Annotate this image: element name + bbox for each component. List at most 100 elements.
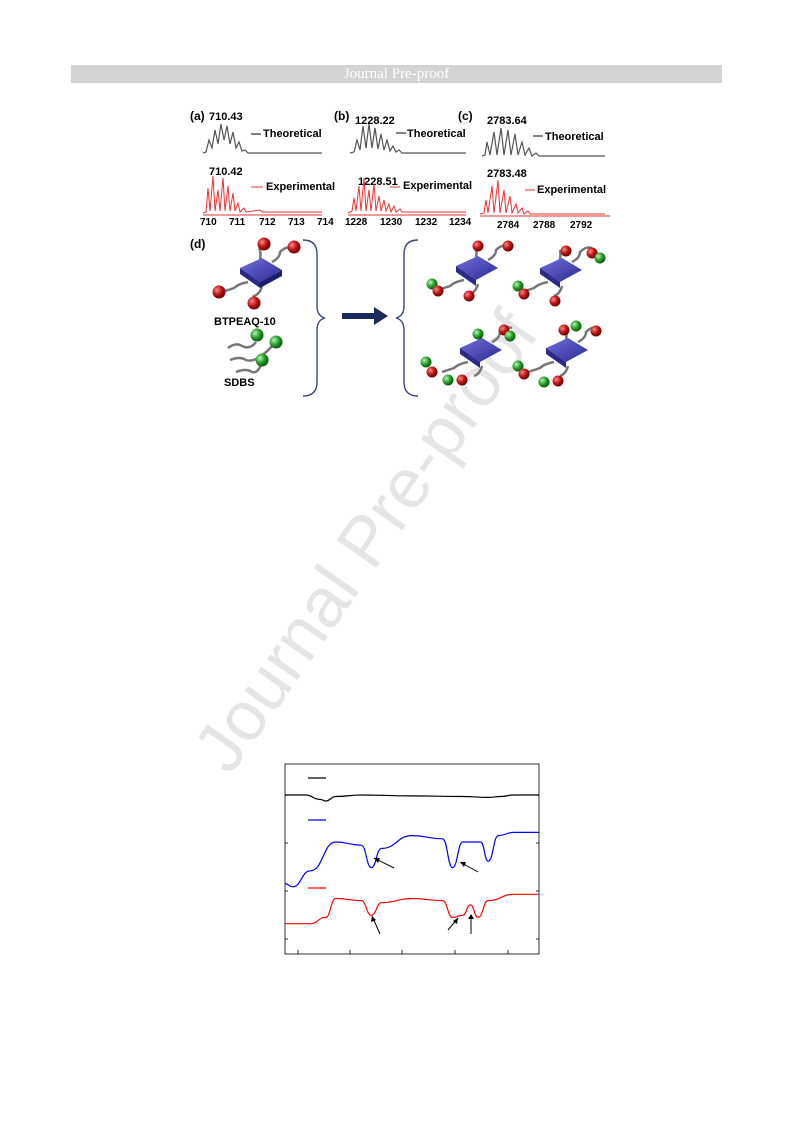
left-brace [395,239,419,397]
panel-b-theoretical-spectrum [349,123,466,154]
panel-b-experimental-label: Experimental [403,180,472,192]
btpeaq-label: BTPEAQ-10 [214,316,276,328]
anion-sphere [255,353,269,367]
panel-b-tick: 1228 [345,217,368,228]
cation-sphere [247,296,261,310]
alkyl-chain [473,365,484,378]
panel-c-experimental-peak: 2783.48 [487,168,527,180]
panel-c-letter: (c) [458,109,473,123]
alkyl-chain [221,280,249,294]
anion-sphere [512,360,524,372]
cation-sphere [560,245,572,257]
anion-sphere [504,330,516,342]
panel-b-tick: 1230 [380,217,403,228]
aromatic-core [546,338,588,362]
aromatic-core [456,256,498,280]
aromatic-core-side [240,268,260,288]
anion-sphere [538,376,550,388]
series-group [284,794,539,925]
cation-sphere [518,368,530,380]
spectrum-line-1 [285,794,539,802]
panel-d-letter: (d) [190,237,205,251]
cation-sphere [432,285,444,297]
panel-a-tick: 710 [200,217,217,228]
panel-c-theoretical-spectrum [481,127,605,157]
panel-a-tick: 711 [229,217,246,228]
anion-sphere [442,374,454,386]
cation-sphere [558,324,570,336]
arrow-head [460,862,466,867]
panel-b-tick: 1232 [415,217,438,228]
panel-c-theoretical-label: Theoretical [545,131,604,143]
panel-a-tick: 714 [317,217,334,228]
aromatic-core-side [540,268,560,288]
panel-a-tick: 712 [259,217,276,228]
alkyl-chain [559,365,570,378]
panel-c-tick: 2784 [497,220,520,231]
x-ticks [297,950,509,954]
panel-b-experimental-peak: 1228.51 [358,176,398,188]
panel-c-tick: 2788 [533,220,556,231]
journal-preproof-banner: Journal Pre-proof [71,65,722,83]
alkyl-chain [229,343,275,362]
panel-a-experimental-label: Experimental [266,181,335,193]
panel-a-experimental-peak: 710.42 [209,166,243,178]
sdbs-molecule [227,328,283,374]
spectra-chart [284,763,540,955]
cation-sphere [472,240,484,252]
cation-sphere [552,375,564,387]
btpeaq-molecule [212,237,301,310]
complex-1 [426,240,514,302]
cation-sphere [586,247,598,259]
anion-sphere [472,328,484,340]
panel-d: (d) BTPEAQ-10 SDBS [190,237,606,397]
panel-c-experimental-label: Experimental [537,184,606,196]
complex-2 [512,245,606,307]
aromatic-core [540,258,582,282]
alkyl-chain [235,361,264,374]
sdbs-label: SDBS [224,377,255,389]
panel-a-theoretical-peak: 710.43 [209,111,243,123]
panel-b-letter: (b) [334,109,349,123]
arrow-head [374,858,380,863]
anion-sphere [512,280,524,292]
alkyl-chain [441,360,469,374]
cation-sphere [257,237,271,251]
cation-sphere [287,240,301,254]
panel-c: (c) 2783.64 Theoretical 2783.48 Experime… [458,109,610,231]
spectrum-line-2 [284,831,539,888]
aromatic-core-side [546,348,566,368]
panel-c-experimental-spectrum [479,179,605,215]
panel-c-tick: 2792 [570,220,593,231]
watermark: Journal Pre-proof [178,297,552,785]
arrow-head [468,914,474,919]
alkyl-chain [571,246,593,264]
panel-a: (a) 710.43 Theoretical 710.42 Experiment… [190,109,335,228]
aromatic-core [460,338,502,362]
alkyl-chain [527,360,555,374]
aromatic-core-side [460,348,480,368]
y-ticks [285,794,539,940]
panel-a-theoretical-label: Theoretical [263,128,322,140]
panel-a-tick: 713 [288,217,305,228]
aromatic-core-side [456,266,476,286]
panel-b-theoretical-label: Theoretical [407,128,466,140]
panel-b-tick: 1234 [449,217,472,228]
cation-sphere [456,374,468,386]
panel-a-letter: (a) [190,109,205,123]
right-brace [302,239,326,397]
chart-frame [284,763,540,955]
cation-sphere [426,366,438,378]
anion-sphere [594,252,606,264]
anion-sphere [269,335,283,349]
panel-a-theoretical-spectrum [202,123,322,154]
aromatic-core [240,258,282,282]
cation-sphere [590,325,602,337]
complex-3 [420,324,516,386]
complex-4 [512,320,602,388]
cation-sphere [518,288,530,300]
cation-sphere [502,240,514,252]
cation-sphere [463,290,475,302]
alkyl-chain [553,285,564,298]
